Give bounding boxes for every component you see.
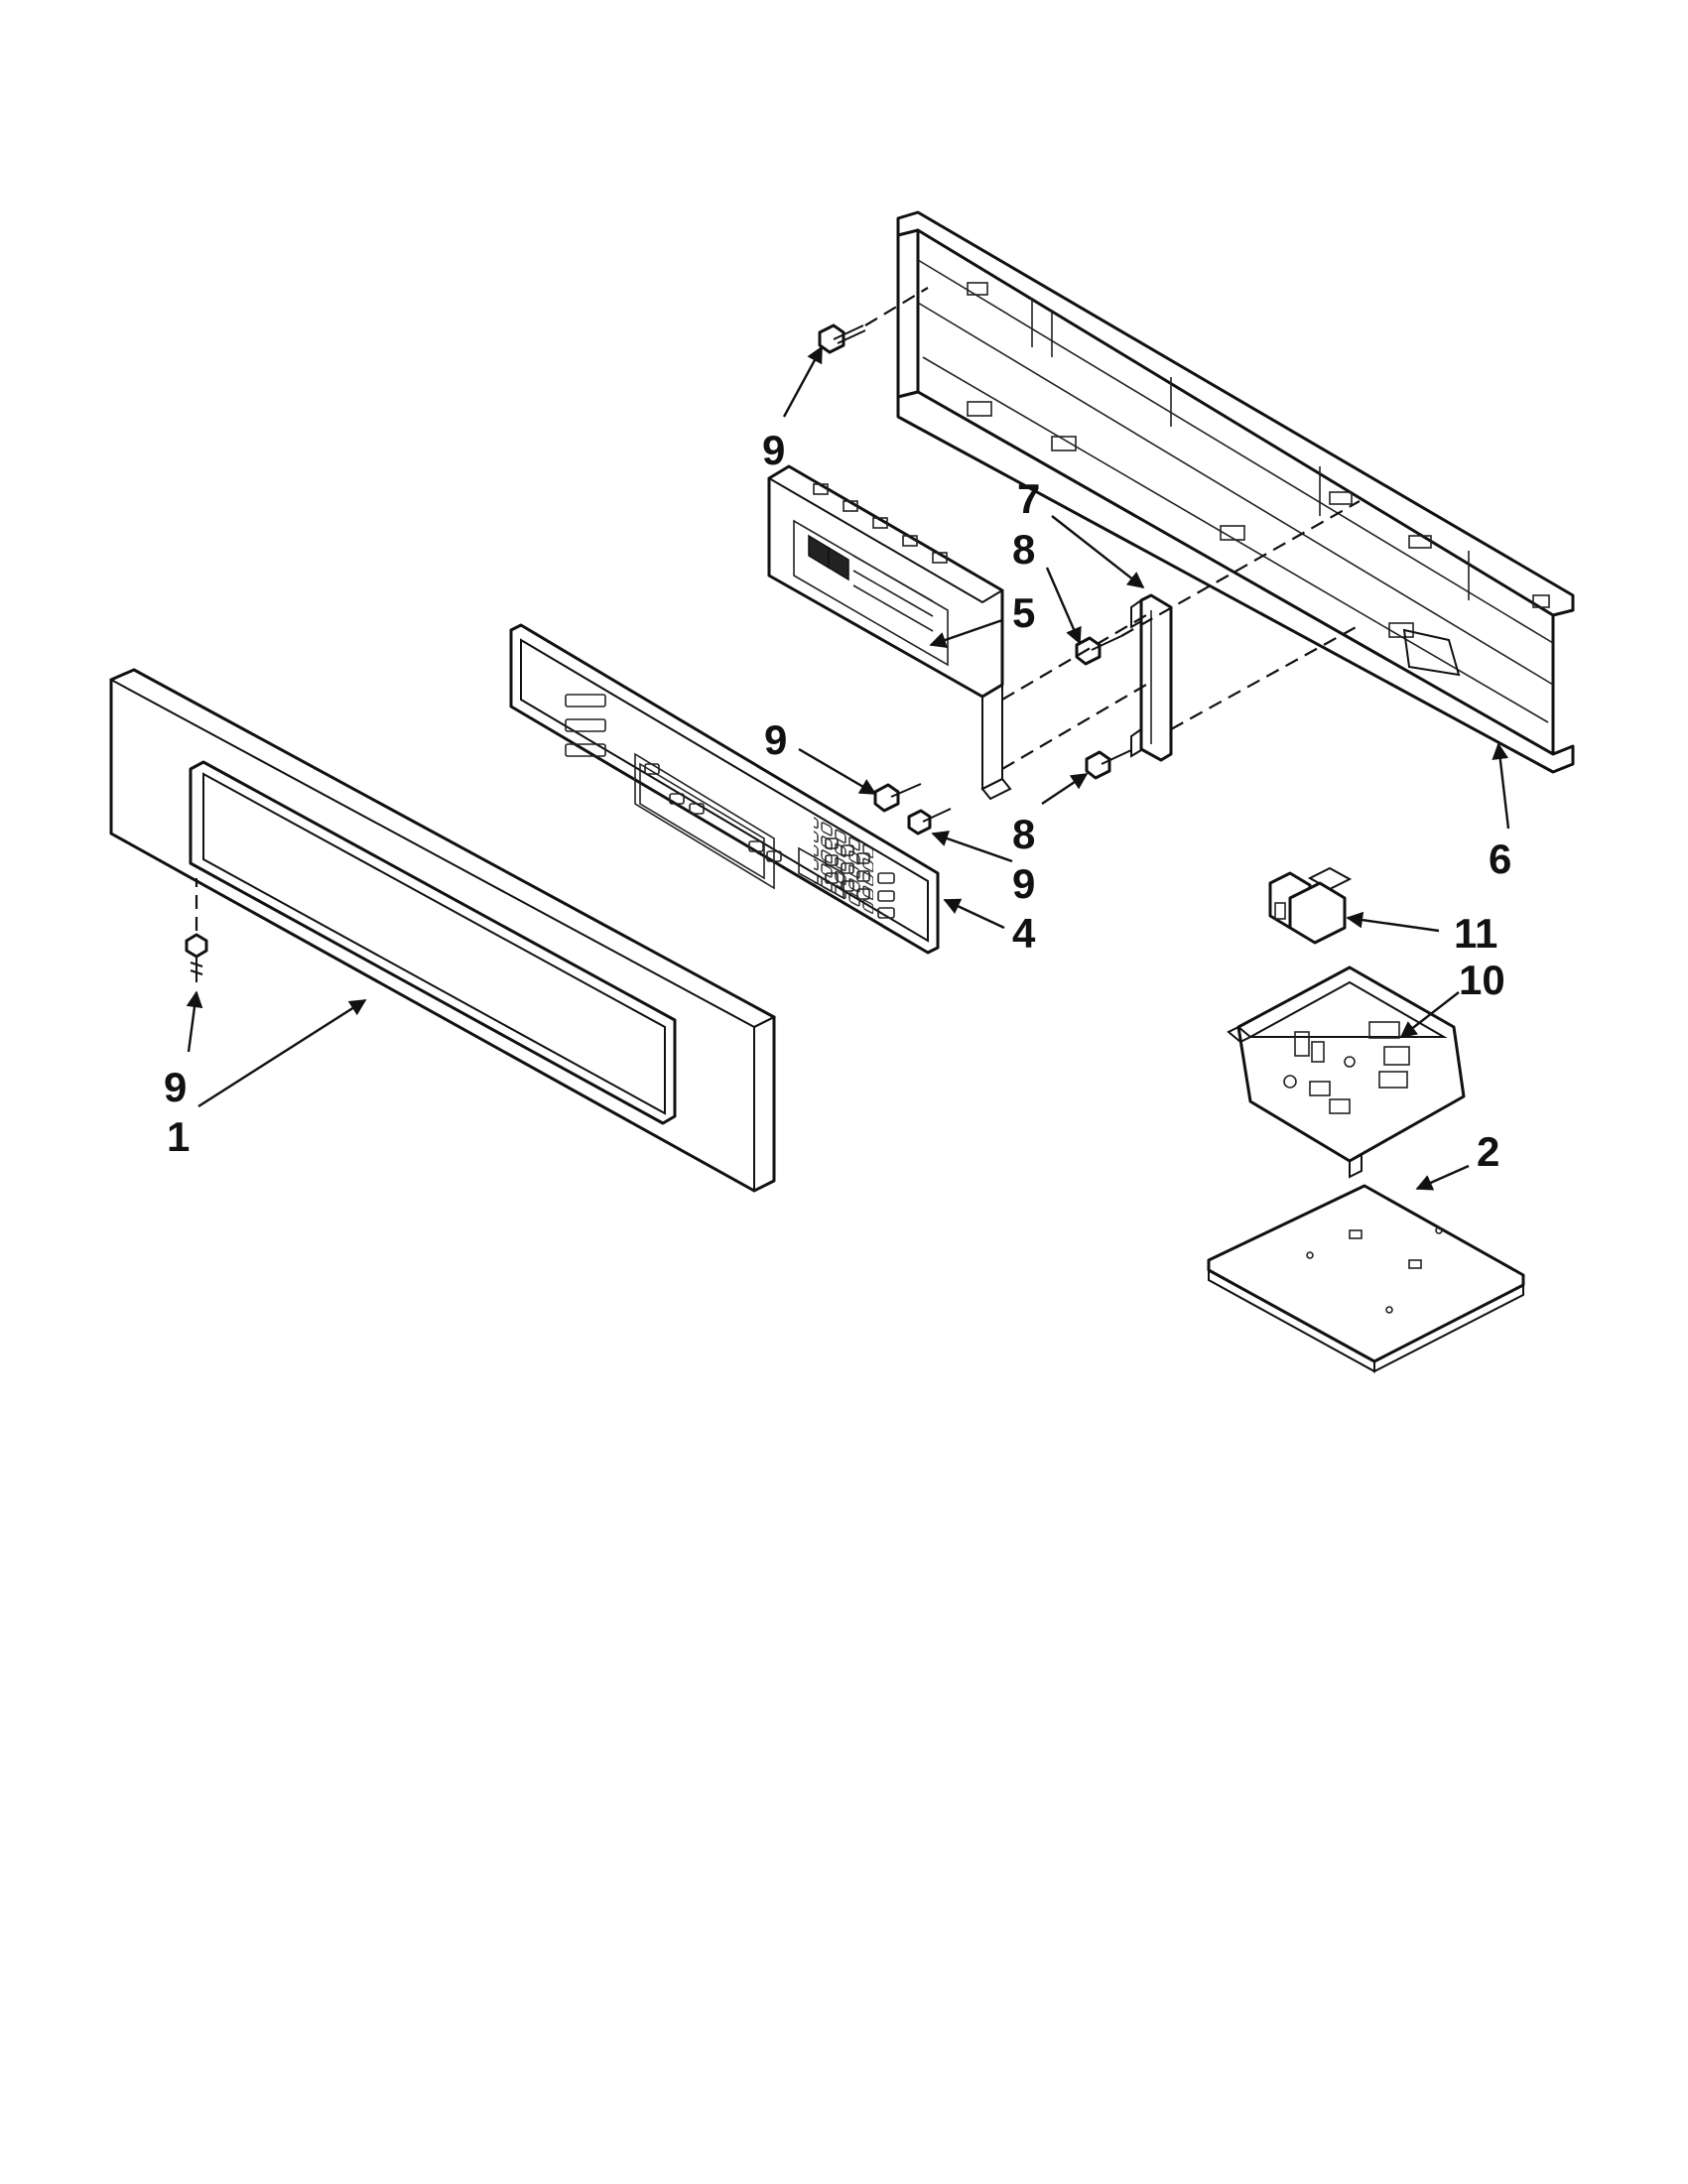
callout-8-upper: 8 [1012, 526, 1035, 573]
screw-9-left [185, 933, 208, 982]
part-10-board-tray [1227, 965, 1466, 1179]
part-2-cover-plate [1207, 1184, 1525, 1373]
part-1-control-panel-frame [108, 668, 777, 1193]
part-4-control-overlay [509, 623, 940, 955]
callouts: 9 7 8 5 9 8 9 4 6 11 10 2 9 1 [164, 427, 1511, 1175]
screw-8-upper [1075, 635, 1122, 666]
screw-9-middle [873, 783, 922, 813]
callout-9-top: 9 [762, 427, 785, 473]
part-6-control-panel-bracket [896, 210, 1575, 774]
screw-9-top [818, 323, 866, 354]
callout-2: 2 [1477, 1128, 1499, 1175]
callout-9-left: 9 [164, 1064, 187, 1110]
callout-7: 7 [1017, 475, 1040, 522]
callout-4: 4 [1012, 910, 1036, 957]
part-5-electronic-control [767, 464, 1012, 801]
screw-9-lower [907, 808, 952, 835]
leader-lines [186, 345, 1510, 1191]
callout-9-lower: 9 [1012, 860, 1035, 907]
part-7-bracket [1130, 593, 1173, 762]
callout-8-lower: 8 [1012, 811, 1035, 857]
screw-8-lower [1085, 749, 1132, 780]
callout-11: 11 [1454, 910, 1497, 957]
part-11-relay [1268, 866, 1353, 945]
alignment-lines [195, 287, 1361, 931]
callout-1: 1 [167, 1113, 190, 1160]
callout-9-middle: 9 [764, 716, 787, 763]
overlay-keypad [825, 837, 895, 919]
callout-6: 6 [1489, 835, 1511, 882]
callout-5: 5 [1012, 589, 1035, 636]
callout-10: 10 [1459, 957, 1505, 1003]
